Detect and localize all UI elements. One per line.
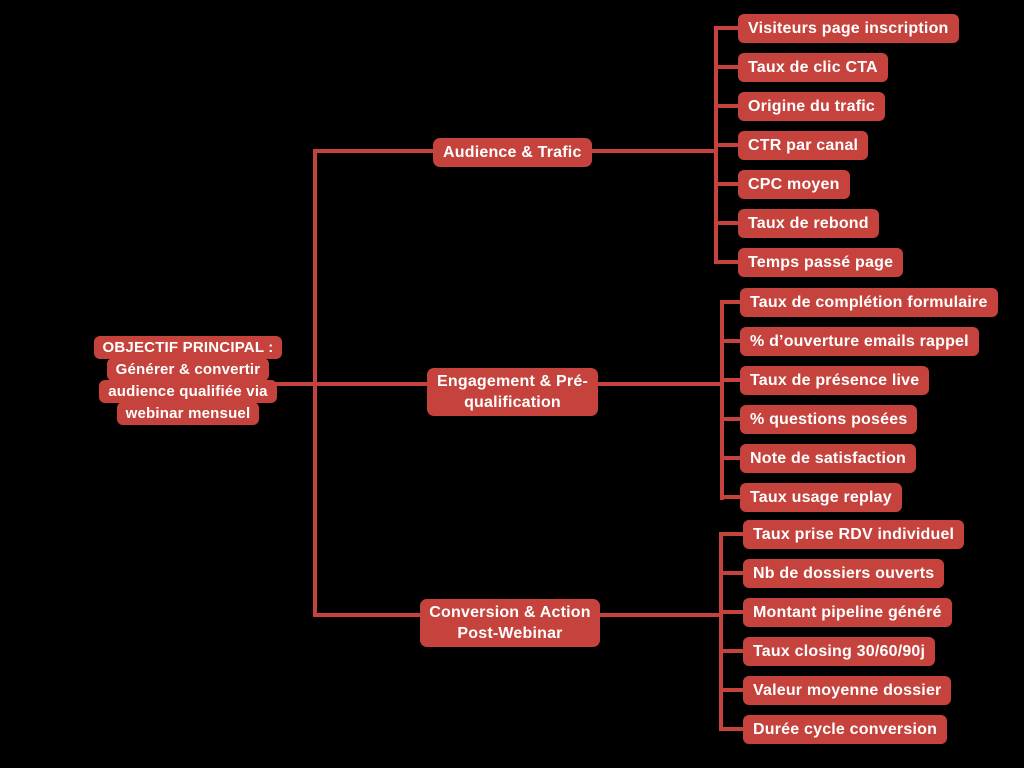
connector-leaf-stub	[719, 532, 747, 536]
leaf-node[interactable]: CPC moyen	[738, 170, 850, 199]
connector-leaf-stub	[719, 571, 747, 575]
branch-node-conversion-action[interactable]: Conversion & Action Post-Webinar	[420, 599, 600, 647]
root-node-line: Générer & convertir	[106, 358, 270, 381]
leaf-node[interactable]: Visiteurs page inscription	[738, 14, 959, 43]
connector-trunk-to-branch1	[313, 149, 435, 153]
connector-leaf-stub	[719, 610, 747, 614]
branch-node-audience-trafic[interactable]: Audience & Trafic	[433, 138, 592, 167]
connector-leaf-stub	[714, 143, 740, 147]
leaf-node[interactable]: Origine du trafic	[738, 92, 885, 121]
connector-leaf-stub	[719, 688, 747, 692]
leaf-node[interactable]: Taux usage replay	[740, 483, 902, 512]
leaf-node[interactable]: Taux de rebond	[738, 209, 879, 238]
root-node[interactable]: OBJECTIF PRINCIPAL : Générer & convertir…	[88, 336, 288, 425]
leaf-node[interactable]: Note de satisfaction	[740, 444, 917, 473]
leaf-node[interactable]: Taux de présence live	[740, 366, 930, 395]
leaf-node[interactable]: Taux prise RDV individuel	[743, 520, 965, 549]
connector-leaf-stub	[720, 456, 744, 460]
leaf-node[interactable]: Temps passé page	[738, 248, 904, 277]
leaf-node[interactable]: Taux closing 30/60/90j	[743, 637, 936, 666]
root-node-line: audience qualifiée via	[99, 380, 277, 403]
connector-branch2-to-leaves	[596, 382, 724, 386]
connector-leaf-stub	[720, 417, 744, 421]
connector-leaf-stub	[719, 649, 747, 653]
leaf-node[interactable]: % d’ouverture emails rappel	[740, 327, 979, 356]
connector-leaf-stub	[714, 182, 740, 186]
connector-leaf-stub	[719, 727, 747, 731]
leaf-node[interactable]: Durée cycle conversion	[743, 715, 948, 744]
connector-trunk-to-branch3	[313, 613, 424, 617]
connector-leaf-stub	[714, 65, 740, 69]
leaf-node[interactable]: Nb de dossiers ouverts	[743, 559, 945, 588]
leaf-node[interactable]: Montant pipeline généré	[743, 598, 952, 627]
connector-branch3-to-leaves	[598, 613, 723, 617]
connector-leaf-stub	[720, 300, 744, 304]
connector-leaf-stub	[714, 260, 740, 264]
connector-leaf-stub	[720, 378, 744, 382]
connector-leaf-stub	[714, 26, 740, 30]
branch-node-engagement-prequalification[interactable]: Engagement & Pré-qualification	[427, 368, 598, 416]
leaf-node[interactable]: Taux de clic CTA	[738, 53, 888, 82]
leaf-node[interactable]: Taux de complétion formulaire	[740, 288, 998, 317]
connector-branch3-leaf-trunk	[719, 532, 723, 731]
connector-leaf-stub	[720, 339, 744, 343]
leaf-node[interactable]: Valeur moyenne dossier	[743, 676, 952, 705]
root-node-line: webinar mensuel	[116, 402, 260, 425]
connector-leaf-stub	[714, 104, 740, 108]
connector-leaf-stub	[720, 495, 744, 499]
connector-root-to-branch2	[270, 382, 430, 386]
connector-branch2-leaf-trunk	[720, 300, 724, 500]
connector-branch1-to-leaves	[586, 149, 718, 153]
connector-leaf-stub	[714, 221, 740, 225]
leaf-node[interactable]: % questions posées	[740, 405, 918, 434]
root-node-line: OBJECTIF PRINCIPAL :	[93, 336, 283, 359]
leaf-node[interactable]: CTR par canal	[738, 131, 869, 160]
